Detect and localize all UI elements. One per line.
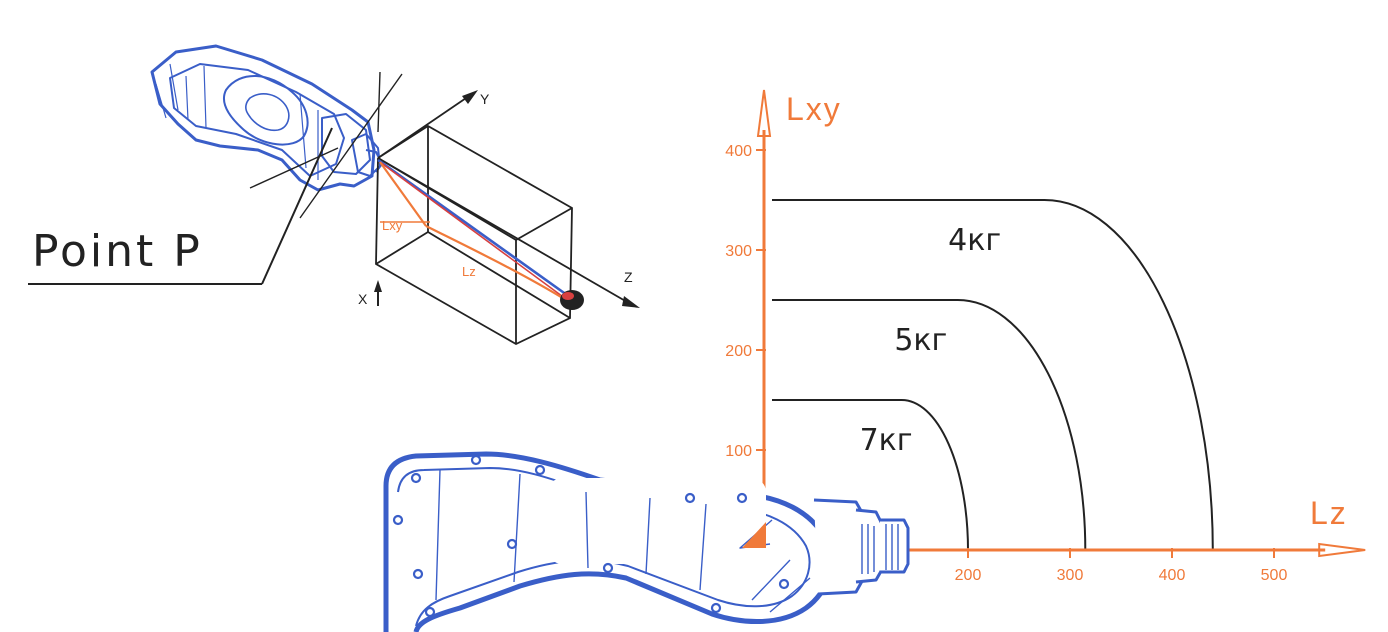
point-p-label: Point P <box>32 226 203 277</box>
x-axis-arrow <box>1318 542 1366 558</box>
y-tick-label: 100 <box>725 443 752 460</box>
x-axis-label: X <box>358 291 368 307</box>
coordinate-axes-3d: Y Z X <box>358 90 640 308</box>
point-p-construction <box>28 71 403 285</box>
y-axis-title: Lxy <box>786 91 842 127</box>
arm-label-blank <box>548 478 766 564</box>
payload-bounding-box <box>375 124 573 346</box>
y-tick-label: 400 <box>725 143 752 160</box>
chart-ticks: 100 200 300 400 200 300 400 500 <box>725 143 1287 584</box>
x-tick-label: 400 <box>1159 567 1186 584</box>
payload-curve-label: 7кг <box>860 423 913 458</box>
payload-curve <box>772 299 1087 551</box>
payload-curve-label: 5кг <box>894 323 947 358</box>
small-robot-arm-illustration <box>150 44 383 192</box>
large-robot-arm-illustration <box>383 451 910 632</box>
x-tick-label: 200 <box>955 567 982 584</box>
y-axis-arrowhead <box>462 90 478 104</box>
x-tick-label: 500 <box>1261 567 1288 584</box>
chart-axes <box>754 89 1366 560</box>
x-axis-title: Lz <box>1310 495 1348 531</box>
payload-curve <box>772 399 969 551</box>
payload-curve <box>772 199 1214 551</box>
x-axis-arrowhead <box>374 280 382 292</box>
small-arm-outline <box>150 44 376 192</box>
vectors <box>377 158 575 303</box>
y-axis-arrow <box>756 89 772 137</box>
chart-curve-labels: 7кг 5кг 4кг <box>860 223 1002 458</box>
payload-curves <box>772 199 1214 551</box>
z-axis-arrowhead <box>622 296 640 308</box>
z-axis-label: Z <box>624 269 633 285</box>
payload-curve-label: 4кг <box>948 223 1001 258</box>
payload-icon <box>560 290 584 310</box>
y-tick-label: 300 <box>725 243 752 260</box>
y-tick-label: 200 <box>725 343 752 360</box>
lz-vector-label: Lz <box>462 264 476 279</box>
arm-bolts <box>392 454 790 618</box>
x-tick-label: 300 <box>1057 567 1084 584</box>
lxy-vector-label: Lxy <box>382 218 403 233</box>
y-axis-label: Y <box>480 91 490 107</box>
origin-marker <box>742 522 766 548</box>
